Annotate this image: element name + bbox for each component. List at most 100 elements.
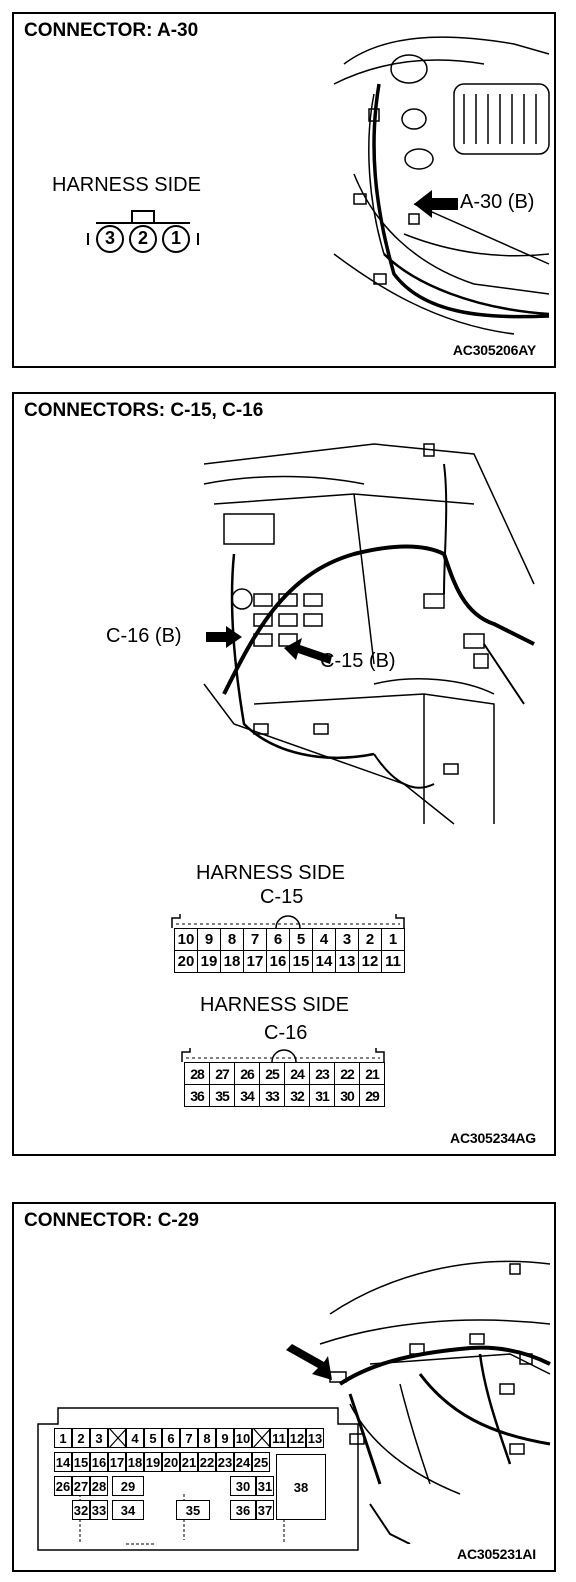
c29-pin: 2 bbox=[72, 1428, 90, 1448]
c29-pin: 23 bbox=[216, 1452, 234, 1472]
panel-title: CONNECTORS: C-15, C-16 bbox=[24, 400, 264, 421]
c15-pin: 3 bbox=[335, 928, 359, 951]
c29-pin: 17 bbox=[108, 1452, 126, 1472]
c29-pin: 28 bbox=[90, 1476, 108, 1496]
c15-housing bbox=[171, 914, 405, 929]
panel-connectors-c15-c16: CONNECTORS: C-15, C-16 bbox=[12, 392, 556, 1156]
c16-housing bbox=[181, 1048, 385, 1063]
c16-pin: 36 bbox=[184, 1084, 210, 1107]
c29-pin: 36 bbox=[230, 1500, 256, 1520]
c29-pin: 21 bbox=[180, 1452, 198, 1472]
c29-pin: 38 bbox=[276, 1454, 326, 1520]
c29-pin: 15 bbox=[72, 1452, 90, 1472]
c16-pin: 31 bbox=[309, 1084, 335, 1107]
callout-a30: A-30 (B) bbox=[460, 191, 535, 213]
c16-name: C-16 bbox=[264, 1022, 308, 1044]
arrow-icon bbox=[414, 190, 458, 218]
arrow-icon bbox=[286, 1344, 332, 1380]
c16-pin: 25 bbox=[259, 1062, 285, 1085]
c16-pin: 32 bbox=[284, 1084, 310, 1107]
c29-pin: 31 bbox=[256, 1476, 274, 1496]
c16-pin: 28 bbox=[184, 1062, 210, 1085]
c15-pin: 16 bbox=[266, 950, 290, 973]
c29-pin: 11 bbox=[270, 1428, 288, 1448]
figure-code: AC305206AY bbox=[452, 342, 536, 358]
interior-illustration bbox=[319, 1260, 551, 1544]
c16-pin: 23 bbox=[309, 1062, 335, 1085]
c29-pin: 25 bbox=[252, 1452, 270, 1472]
c29-pin: 22 bbox=[198, 1452, 216, 1472]
c15-pin: 18 bbox=[220, 950, 244, 973]
c29-pin: 19 bbox=[144, 1452, 162, 1472]
c29-pin: 20 bbox=[162, 1452, 180, 1472]
c15-pin: 8 bbox=[220, 928, 244, 951]
connector-a30-symbol bbox=[87, 210, 199, 253]
c16-pin: 34 bbox=[234, 1084, 260, 1107]
c29-pin: 33 bbox=[90, 1500, 108, 1520]
c15-pin: 17 bbox=[243, 950, 267, 973]
c16-pin: 22 bbox=[334, 1062, 360, 1085]
c29-pin: 3 bbox=[90, 1428, 108, 1448]
c29-pin: 5 bbox=[144, 1428, 162, 1448]
c15-pin: 12 bbox=[358, 950, 382, 973]
engine-bay-illustration bbox=[333, 36, 550, 335]
c29-pin: 4 bbox=[126, 1428, 144, 1448]
pin-3: 3 bbox=[104, 228, 115, 248]
c15-pin: 9 bbox=[197, 928, 221, 951]
c15-pin: 2 bbox=[358, 928, 382, 951]
arrow-icon bbox=[284, 638, 332, 664]
c29-blank-cavity bbox=[108, 1428, 126, 1448]
c16-harness-label: HARNESS SIDE bbox=[200, 994, 349, 1016]
arrow-icon bbox=[206, 626, 242, 648]
c15-pin: 20 bbox=[174, 950, 198, 973]
c29-pin: 35 bbox=[176, 1500, 210, 1520]
panel-title: CONNECTOR: A-30 bbox=[24, 20, 199, 41]
c15-harness-label: HARNESS SIDE bbox=[196, 862, 345, 884]
c16-pin: 26 bbox=[234, 1062, 260, 1085]
c15-name: C-15 bbox=[260, 886, 304, 908]
c16-pin: 21 bbox=[359, 1062, 385, 1085]
c29-pin: 32 bbox=[72, 1500, 90, 1520]
figure-code: AC305231AI bbox=[457, 1546, 536, 1562]
c29-pin: 30 bbox=[230, 1476, 256, 1496]
callout-c16: C-16 (B) bbox=[106, 625, 182, 647]
c16-pin: 27 bbox=[209, 1062, 235, 1085]
c15-pin: 7 bbox=[243, 928, 267, 951]
c29-pin: 27 bbox=[72, 1476, 90, 1496]
c29-pin: 12 bbox=[288, 1428, 306, 1448]
c29-pin: 9 bbox=[216, 1428, 234, 1448]
c29-pin: 14 bbox=[54, 1452, 72, 1472]
c29-pin: 29 bbox=[112, 1476, 144, 1496]
c29-pin: 7 bbox=[180, 1428, 198, 1448]
c29-pin: 37 bbox=[256, 1500, 274, 1520]
c15-pin: 11 bbox=[381, 950, 405, 973]
c29-pin: 8 bbox=[198, 1428, 216, 1448]
panel-title: CONNECTOR: C-29 bbox=[24, 1210, 199, 1231]
c29-pin: 13 bbox=[306, 1428, 324, 1448]
dashboard-illustration bbox=[203, 443, 535, 825]
c15-pin: 1 bbox=[381, 928, 405, 951]
c16-pin: 35 bbox=[209, 1084, 235, 1107]
c16-pin: 29 bbox=[359, 1084, 385, 1107]
c15-pin: 14 bbox=[312, 950, 336, 973]
callout-c15: C-15 (B) bbox=[320, 650, 396, 672]
figure-code: AC305234AG bbox=[450, 1130, 536, 1146]
c29-blank-cavity bbox=[252, 1428, 270, 1448]
c29-pin: 24 bbox=[234, 1452, 252, 1472]
c16-pin: 30 bbox=[334, 1084, 360, 1107]
c16-pin: 33 bbox=[259, 1084, 285, 1107]
c29-pin: 18 bbox=[126, 1452, 144, 1472]
c15-pin: 6 bbox=[266, 928, 290, 951]
harness-side-label: HARNESS SIDE bbox=[52, 174, 201, 196]
c16-pin: 24 bbox=[284, 1062, 310, 1085]
c15-pin: 15 bbox=[289, 950, 313, 973]
c29-pin: 16 bbox=[90, 1452, 108, 1472]
panel-connector-a30: CONNECTOR: A-30 HARNESS SIDE 3 2 1 bbox=[12, 12, 556, 368]
c29-pin: 34 bbox=[112, 1500, 144, 1520]
